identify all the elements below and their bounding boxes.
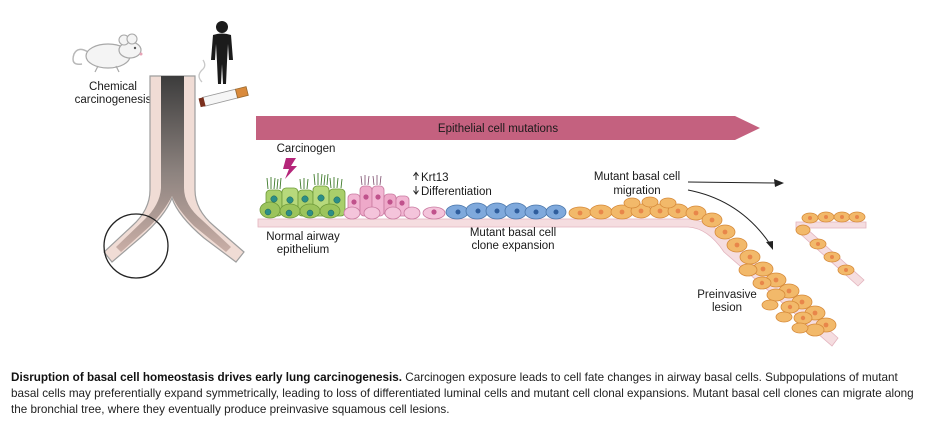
lightning-icon <box>283 158 297 179</box>
normal-airway-label-line1: Normal airway <box>266 231 340 243</box>
epithelial-mutations-label: Epithelial cell mutations <box>438 123 558 135</box>
epithelium-illustration <box>257 173 839 347</box>
human-icon <box>211 21 233 84</box>
migration-arrows <box>687 181 777 245</box>
carcinogenesis-diagram: Chemical carcinogenesis Epithelial cell … <box>72 21 867 347</box>
normal-nuclei <box>264 194 341 217</box>
normal-airway-label-line2: epithelium <box>277 244 329 256</box>
clone-expansion-label-line1: Mutant basal cell <box>470 227 556 239</box>
chemical-carcinogenesis-label-line2: carcinogenesis <box>75 94 152 106</box>
preinvasive-label-line1: Preinvasive <box>697 289 756 301</box>
krt13-indicator: Krt13 <box>413 171 449 184</box>
preinvasive-label-line2: lesion <box>712 302 742 314</box>
clone-expansion-label-line2: clone expansion <box>471 240 554 252</box>
cilia <box>266 173 343 190</box>
pink-nuclei <box>351 194 437 215</box>
bronchial-tree <box>103 75 245 279</box>
blue-nuclei <box>455 208 559 215</box>
migration-label-line2: migration <box>613 185 660 197</box>
blue-mutant-clone-cells <box>445 202 567 220</box>
epithelial-mutations-arrow: Epithelial cell mutations <box>256 116 760 140</box>
carcinogen-label: Carcinogen <box>277 143 336 155</box>
migrated-airway-branch <box>795 211 867 287</box>
cigarette-icon <box>198 59 249 108</box>
migration-label-line1: Mutant basal cell <box>594 171 680 183</box>
caption-title: Disruption of basal cell homeostasis dri… <box>11 371 403 384</box>
mouse-icon <box>72 33 143 73</box>
krt13-label: Krt13 <box>421 172 449 184</box>
differentiation-indicator: Differentiation <box>413 186 492 198</box>
chemical-carcinogenesis-label-line1: Chemical <box>89 81 137 93</box>
caption-body: Carcinogen exposure leads to cell fate c… <box>11 371 914 416</box>
differentiation-label: Differentiation <box>421 186 492 198</box>
pink-luminal-cells <box>343 175 446 220</box>
migration-arrowheads <box>766 179 784 250</box>
orange-mutant-cells <box>568 196 837 337</box>
orange-nuclei <box>577 208 829 328</box>
figure-caption: Disruption of basal cell homeostasis dri… <box>11 370 919 418</box>
